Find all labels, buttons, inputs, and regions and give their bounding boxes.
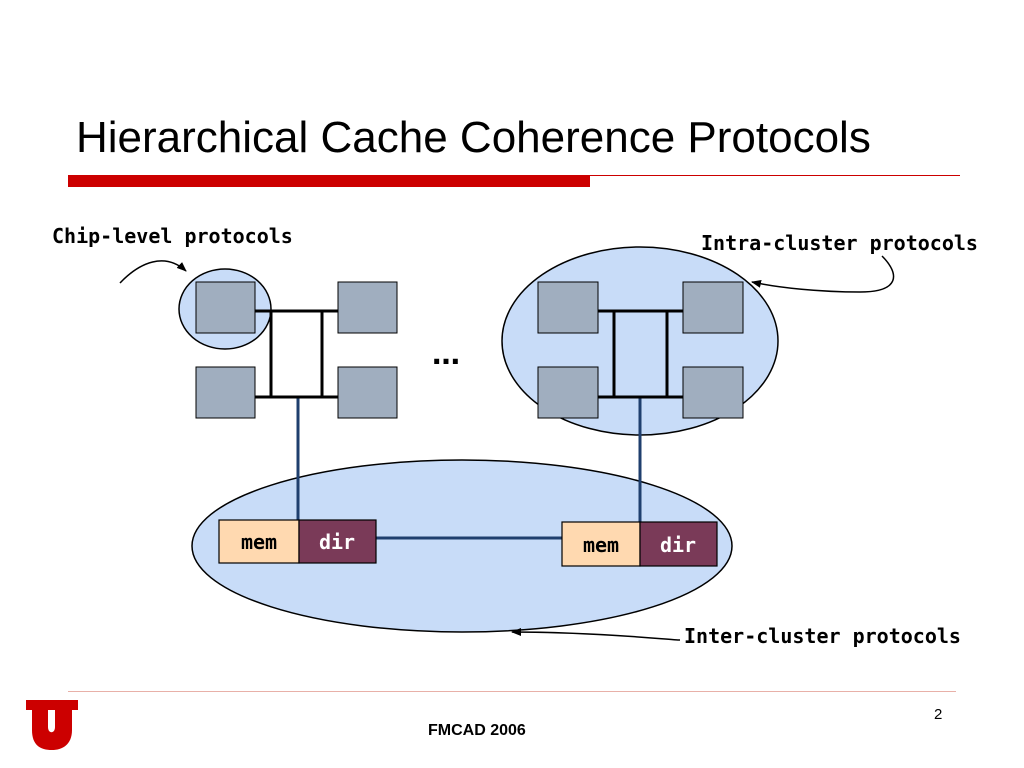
title-underline-thick: [68, 175, 590, 187]
dir-box-left: [298, 519, 377, 564]
mem-box-right: [561, 521, 641, 567]
cluster-left: [255, 309, 338, 399]
cluster-left-bus: [269, 309, 324, 399]
processor-box: [682, 281, 744, 334]
processor-box: [537, 281, 599, 334]
processor-box: [682, 366, 744, 419]
inter-cluster-label: Inter-cluster protocols: [684, 624, 961, 648]
mem-label-left: mem: [241, 530, 277, 554]
intra-cluster-label: Intra-cluster protocols: [701, 231, 978, 255]
cluster-right-bus: [612, 309, 669, 399]
title-underline-thin: [590, 175, 960, 176]
processor-box: [337, 366, 398, 419]
intra-cluster-arrow: [751, 255, 895, 293]
mem-box-left: [218, 519, 300, 564]
processor-box: [337, 281, 398, 334]
processor-box: [537, 366, 599, 419]
cluster-right: [598, 309, 683, 399]
processor-box: [195, 281, 256, 334]
dir-box-right: [639, 521, 718, 567]
slide-title: Hierarchical Cache Coherence Protocols: [76, 113, 871, 162]
footer-divider: [68, 691, 956, 692]
page-number: 2: [934, 706, 943, 723]
dir-label-right: dir: [660, 533, 696, 557]
cluster-ellipsis: …: [432, 338, 460, 371]
mem-label-right: mem: [583, 533, 619, 557]
chip-level-arrow: [119, 260, 187, 284]
university-logo-u: [26, 700, 78, 750]
inter-cluster-bubble: [191, 459, 733, 633]
inter-cluster-arrow: [511, 628, 681, 641]
chip-level-label: Chip-level protocols: [52, 224, 293, 248]
footer-text: FMCAD 2006: [428, 722, 526, 739]
dir-label-left: dir: [319, 530, 355, 554]
processor-box: [195, 366, 256, 419]
